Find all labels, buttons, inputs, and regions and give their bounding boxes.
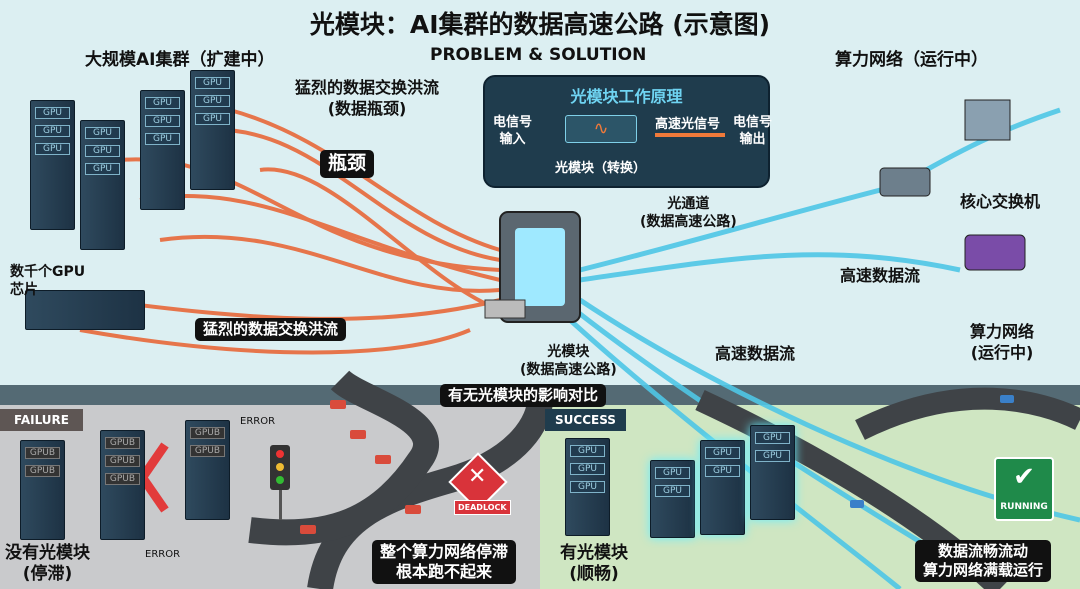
output-label: 电信号输出 (733, 115, 772, 149)
optical-module-device (484, 211, 581, 323)
network-label: 算力网络(运行中) (970, 322, 1034, 364)
flood-label-line1: 猛烈的数据交换洪流 (295, 78, 440, 97)
failure-caption: 没有光模块(停滞) (5, 543, 90, 586)
output-line2: 输出 (739, 131, 766, 147)
header-right: 算力网络（运行中） (835, 50, 988, 70)
module-label: 光模块 (数据高速公路) (520, 343, 617, 379)
network-line2: (运行中) (970, 342, 1034, 362)
success-caption-line2: (顺畅) (569, 564, 619, 585)
failure-note-line2: 根本跑不起来 (396, 562, 493, 581)
error-label: ERROR (145, 549, 181, 560)
success-tag: SUCCESS (545, 409, 626, 431)
success-caption: 有光模块(顺畅) (560, 543, 628, 586)
failure-caption-line2: (停滞) (22, 564, 73, 585)
flood-label-line2: (数据瓶颈) (327, 98, 407, 118)
core-switch-label: 核心交换机 (960, 192, 1041, 211)
optical-signal-label: 高速光信号 (655, 117, 721, 132)
running-sign: RUNNING (1000, 502, 1048, 512)
input-label: 电信号输入 (493, 115, 532, 149)
gpu-chip-board (25, 290, 145, 330)
success-note-line2: 算力网络满载运行 (923, 560, 1044, 579)
gpu-chips-label: 数千个GPU 芯片 (10, 263, 85, 299)
success-note: 数据流畅流动算力网络满载运行 (915, 540, 1052, 582)
deadlock-sign: DEADLOCK (454, 500, 511, 515)
traffic-light (270, 445, 290, 520)
failure-caption-line1: 没有光模块 (5, 543, 90, 563)
module-line1: 光模块 (547, 344, 590, 360)
warning-x-sign-icon (448, 452, 508, 512)
callout-title: 光模块工作原理 (570, 87, 683, 106)
flow-label-lower: 高速数据流 (715, 344, 796, 363)
gpu-chips-line2: 芯片 (10, 282, 38, 299)
arrow-right-icon (655, 133, 725, 137)
module-line2: (数据高速公路) (520, 362, 617, 379)
checkmark-sign-icon (994, 457, 1054, 521)
header-center: PROBLEM & SOLUTION (430, 45, 647, 65)
success-note-line1: 数据流畅流动 (938, 542, 1029, 560)
failure-tag: FAILURE (0, 409, 83, 431)
output-line1: 电信号 (733, 115, 773, 130)
input-line1: 电信号 (493, 115, 533, 130)
channel-line1: 光通道 (667, 196, 710, 212)
network-line1: 算力网络 (970, 322, 1035, 341)
core-switch-device (879, 99, 1026, 271)
failure-note-line1: 整个算力网络停滞 (380, 542, 509, 561)
flood-badge: 猛烈的数据交换洪流 (195, 318, 347, 341)
input-line2: 输入 (499, 131, 526, 147)
module-convert-label: 光模块（转换） (555, 161, 647, 176)
header-left: 大规模AI集群（扩建中） (85, 50, 275, 70)
checkmark-icon: ✔ (1013, 462, 1035, 492)
x-icon: ✕ (468, 464, 487, 489)
success-caption-line1: 有光模块 (560, 543, 628, 563)
bottleneck-label: 瓶颈 (320, 150, 375, 178)
copper-cables (79, 108, 501, 355)
channel-line2: (数据高速公路) (640, 214, 737, 231)
error-label: ERROR (240, 416, 276, 427)
flow-label-upper: 高速数据流 (840, 266, 921, 285)
module-waveform-icon: ∿ (565, 115, 637, 143)
channel-label: 光通道 (数据高速公路) (640, 195, 737, 231)
page-title: 光模块：AI集群的数据高速公路 (示意图) (309, 10, 771, 39)
comparison-title: 有无光模块的影响对比 (440, 384, 607, 407)
callout-panel: 光模块工作原理 电信号输入 ∿ 高速光信号 电信号输出 光模块（转换） (483, 75, 772, 188)
failure-cars (300, 400, 421, 534)
gpu-chips-line1: 数千个GPU (10, 264, 86, 280)
flood-label: 猛烈的数据交换洪流(数据瓶颈) (295, 78, 439, 120)
failure-note: 整个算力网络停滞根本跑不起来 (372, 540, 517, 584)
